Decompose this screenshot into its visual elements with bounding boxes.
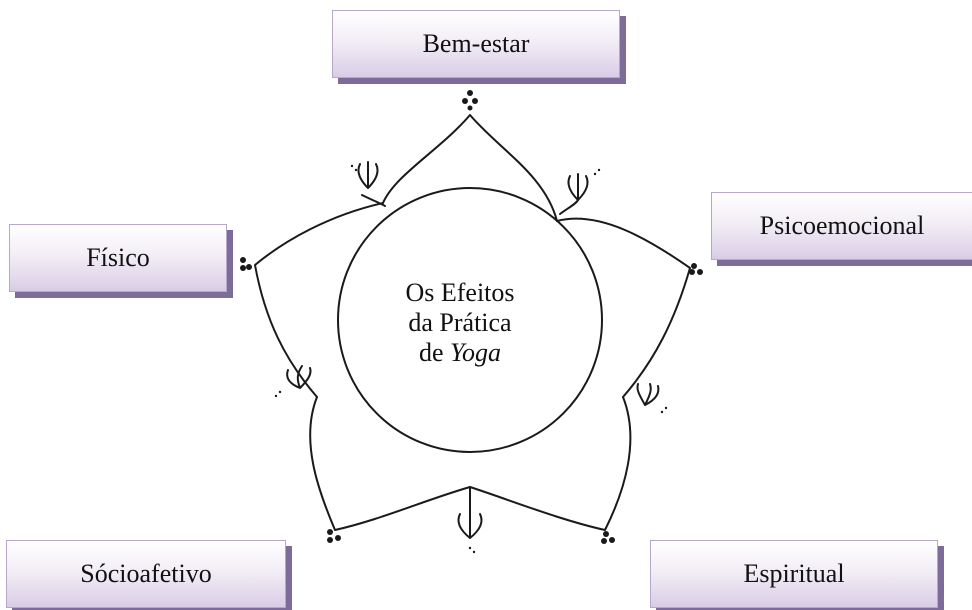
petal-bottom-right (469, 396, 632, 531)
dots-bottom-right (601, 531, 615, 544)
center-line-3: de Yoga (380, 338, 540, 368)
center-line-2: da Prática (408, 308, 512, 337)
center-line-1: Os Efeitos (405, 278, 515, 307)
petal-right (556, 217, 691, 398)
dots-right (689, 263, 703, 275)
petal-top (382, 114, 558, 222)
fisico-box: Físico (9, 224, 227, 292)
center-title: Os Efeitos da Prática de Yoga (380, 278, 540, 368)
lotus-bud-bottom (457, 486, 483, 539)
lotus-bud-upper-left (357, 161, 386, 207)
petal-bottom-left (309, 396, 471, 531)
center-circle (337, 187, 603, 453)
center-line-3-yoga: Yoga (449, 338, 502, 367)
espiritual-box: Espiritual (650, 540, 938, 608)
socioafetivo-label: Sócioafetivo (80, 559, 212, 588)
center-line-3-prefix: de (418, 338, 450, 367)
dots-top (462, 90, 478, 111)
lotus-bud-right (636, 383, 660, 406)
psicoemocional-box: Psicoemocional (711, 192, 972, 260)
psicoemocional-label: Psicoemocional (759, 211, 925, 240)
tiny-dots (274, 164, 668, 554)
espiritual-label: Espiritual (743, 559, 845, 588)
socioafetivo-box: Sócioafetivo (6, 540, 286, 608)
petal-left (254, 202, 384, 398)
dots-bottom-left (327, 529, 341, 543)
dots-left (240, 257, 252, 271)
lotus-bud-left (286, 365, 312, 389)
fisico-label: Físico (86, 243, 150, 272)
lotus-bud-upper-right (559, 173, 589, 215)
bem-estar-label: Bem-estar (422, 29, 530, 58)
bem-estar-box: Bem-estar (332, 10, 620, 78)
